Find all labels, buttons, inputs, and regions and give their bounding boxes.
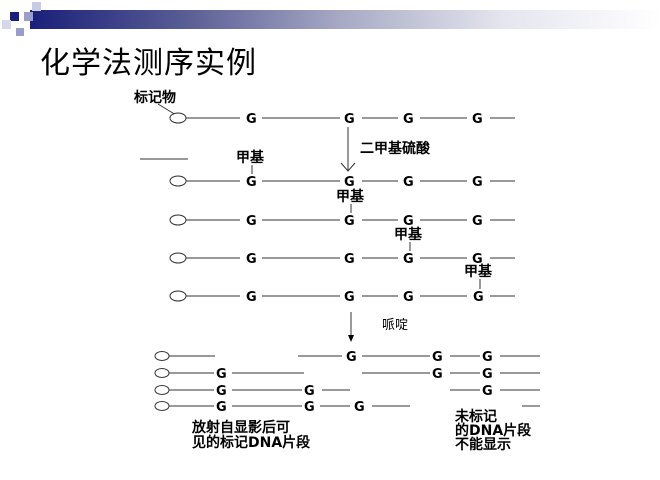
svg-text:G: G xyxy=(432,350,443,365)
reagent-dms-label: 二甲基硫酸 xyxy=(360,140,431,157)
strand-methylated-1: G G G G 甲基 xyxy=(169,149,516,190)
svg-text:G: G xyxy=(472,214,483,229)
svg-text:G: G xyxy=(472,252,483,267)
decor-square xyxy=(2,20,11,29)
svg-text:G: G xyxy=(344,252,355,267)
svg-text:G: G xyxy=(216,384,227,399)
svg-text:G: G xyxy=(304,384,315,399)
svg-text:G: G xyxy=(246,214,257,229)
svg-text:G: G xyxy=(246,112,257,127)
arrow-head xyxy=(340,162,356,172)
strand-methylated-3: G G G G 甲基 xyxy=(169,226,516,267)
caption-right-line3: 不能显示 xyxy=(455,436,511,453)
svg-text:G: G xyxy=(346,350,357,365)
svg-text:G: G xyxy=(403,252,414,267)
methyl-label: 甲基 xyxy=(464,263,493,280)
svg-text:G: G xyxy=(246,175,257,190)
svg-text:G: G xyxy=(403,290,414,305)
svg-text:G: G xyxy=(344,290,355,305)
caption-right-line2: 的DNA片段 xyxy=(455,422,531,439)
svg-text:G: G xyxy=(344,112,355,127)
svg-text:G: G xyxy=(432,367,443,382)
caption-left-line1: 放射自显影后可 xyxy=(191,419,290,436)
svg-text:G: G xyxy=(482,350,493,365)
strand-methylated-4: G G G G 甲基 xyxy=(169,263,516,305)
decor-square xyxy=(10,12,19,21)
svg-text:G: G xyxy=(482,367,493,382)
svg-text:G: G xyxy=(403,112,414,127)
header-gradient-bar xyxy=(30,10,660,29)
marker-pointer xyxy=(157,103,177,116)
svg-text:G: G xyxy=(403,214,414,229)
svg-text:G: G xyxy=(216,367,227,382)
arrow-head-2 xyxy=(348,335,354,342)
svg-text:G: G xyxy=(482,384,493,399)
decor-square xyxy=(24,12,33,21)
svg-text:G: G xyxy=(472,112,483,127)
slide-title: 化学法测序实例 xyxy=(40,46,257,81)
svg-text:G: G xyxy=(304,400,315,415)
caption-right-line1: 未标记 xyxy=(455,408,497,425)
reagent-piperidine-label: 哌啶 xyxy=(382,317,408,333)
marker-label: 标记物 xyxy=(133,89,176,106)
methyl-label: 甲基 xyxy=(394,226,423,243)
decor-square xyxy=(16,28,24,36)
svg-text:G: G xyxy=(403,175,414,190)
methyl-label: 甲基 xyxy=(336,188,365,205)
svg-text:G: G xyxy=(216,400,227,415)
fragments-labeled: G G G G G G xyxy=(154,351,410,415)
svg-text:G: G xyxy=(354,400,365,415)
svg-text:G: G xyxy=(246,252,257,267)
strand-original: G G G G xyxy=(169,112,516,127)
fragments-unlabeled: G G G G G G xyxy=(298,350,540,407)
svg-text:G: G xyxy=(473,290,484,305)
svg-text:G: G xyxy=(344,214,355,229)
methyl-label: 甲基 xyxy=(236,149,265,166)
strand-methylated-2: G G G G 甲基 xyxy=(169,188,516,229)
svg-text:G: G xyxy=(344,175,355,190)
svg-text:G: G xyxy=(246,290,257,305)
decor-square xyxy=(32,2,41,11)
caption-left-line2: 见的标记DNA片段 xyxy=(192,434,310,451)
svg-text:G: G xyxy=(472,175,483,190)
